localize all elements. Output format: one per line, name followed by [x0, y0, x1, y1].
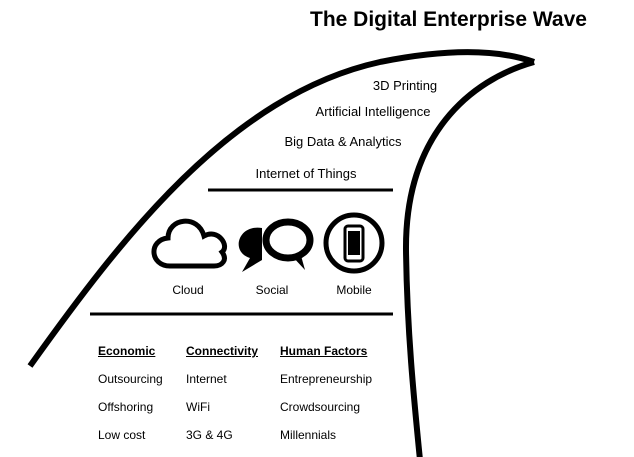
- icon-label-social: Social: [255, 283, 289, 297]
- column-header-connectivity: Connectivity: [186, 344, 259, 358]
- smartphone-icon: [323, 212, 385, 274]
- speech-bubbles-icon: [238, 218, 314, 272]
- icon-label-cloud: Cloud: [172, 283, 204, 297]
- column-header-human-factors: Human Factors: [280, 344, 368, 358]
- wave-inner-curve: [402, 59, 535, 457]
- list-item: 3G & 4G: [186, 428, 233, 442]
- list-item: Offshoring: [98, 400, 154, 414]
- wave-layer-iot: Internet of Things: [255, 166, 357, 181]
- wave-layer-big-data: Big Data & Analytics: [284, 134, 402, 149]
- list-item: Outsourcing: [98, 372, 163, 386]
- list-item: Crowdsourcing: [280, 400, 361, 414]
- wave-layer-3d-printing: 3D Printing: [372, 78, 438, 93]
- list-item: Entrepreneurship: [280, 372, 373, 386]
- list-item: Millennials: [280, 428, 337, 442]
- cloud-icon: [151, 218, 228, 269]
- list-item: Internet: [186, 372, 227, 386]
- list-item: WiFi: [186, 400, 210, 414]
- wave-outer-curve: [27, 49, 535, 368]
- page-title: The Digital Enterprise Wave: [310, 8, 587, 31]
- wave-layer-ai: Artificial Intelligence: [315, 104, 431, 119]
- icon-label-mobile: Mobile: [336, 283, 372, 297]
- column-header-economic: Economic: [98, 344, 156, 358]
- list-item: Low cost: [98, 428, 146, 442]
